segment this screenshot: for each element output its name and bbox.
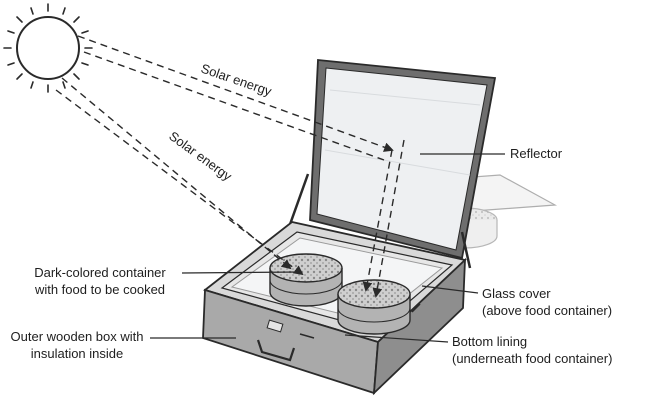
sun-rays xyxy=(3,3,93,93)
label-glass-cover-line2: (above food container) xyxy=(482,303,613,318)
label-bottom-lining-line2: (underneath food container) xyxy=(452,351,613,366)
sun-icon xyxy=(16,16,80,80)
label-dark-container-line1: Dark-colored container xyxy=(34,265,166,280)
label-bottom-lining-line1: Bottom lining xyxy=(452,334,528,349)
label-glass-cover: Glass cover (above food container) xyxy=(482,285,612,319)
food-container-right xyxy=(337,279,411,335)
label-solar-energy-lower: Solar energy xyxy=(166,128,235,184)
label-dark-container-line2: with food to be cooked xyxy=(34,282,166,297)
leader-lines xyxy=(150,153,505,343)
solar-rays xyxy=(55,35,405,298)
label-bottom-lining: Bottom lining (underneath food container… xyxy=(452,333,612,367)
label-outer-box-line2: insulation inside xyxy=(30,346,124,361)
label-outer-box-line1: Outer wooden box with xyxy=(10,329,144,344)
food-container-left xyxy=(269,253,343,307)
label-glass-cover-line1: Glass cover xyxy=(482,286,551,301)
label-dark-container: Dark-colored container with food to be c… xyxy=(20,264,180,298)
reflector-lid xyxy=(309,59,497,260)
label-reflector: Reflector xyxy=(510,146,563,161)
label-outer-box: Outer wooden box with insulation inside xyxy=(4,328,150,362)
